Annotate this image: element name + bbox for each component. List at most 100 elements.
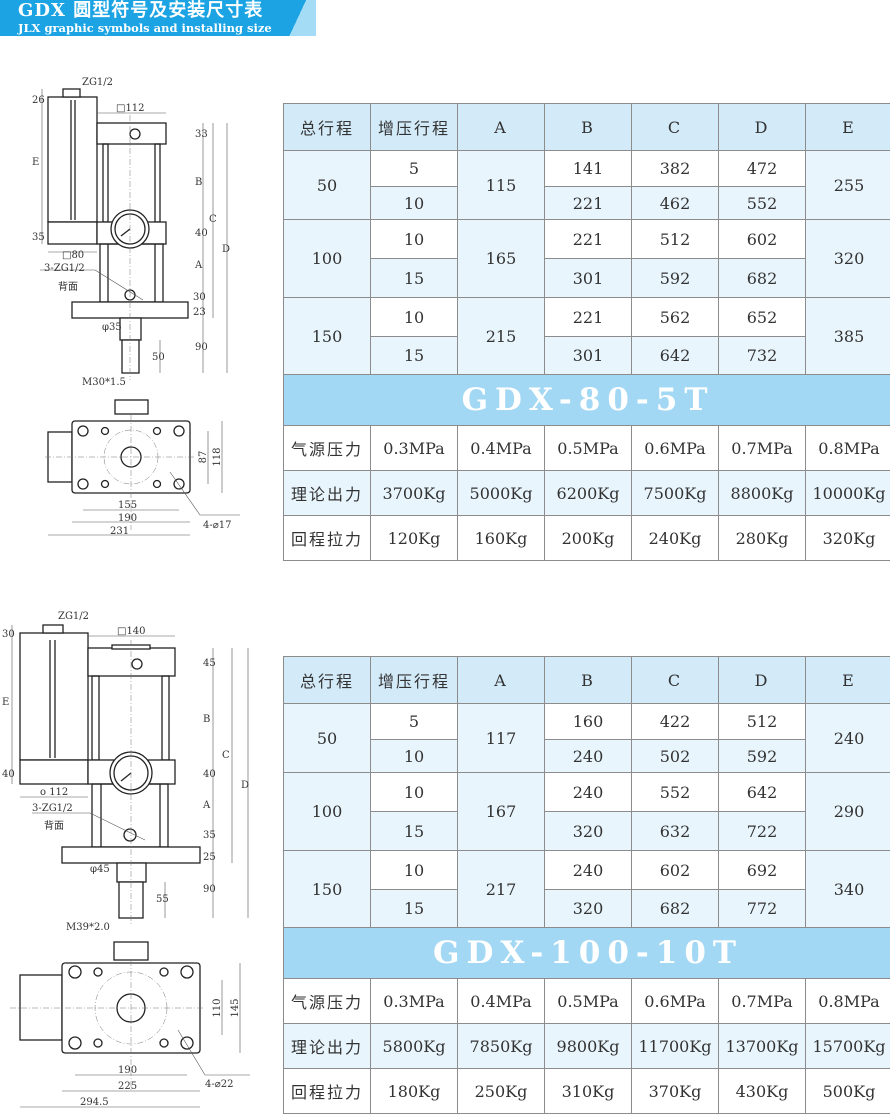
boost-stroke-cell: 10 — [370, 297, 458, 337]
column-header: B — [544, 656, 632, 704]
dim-b-cell: 221 — [544, 219, 632, 259]
performance-value: 0.4MPa — [457, 978, 545, 1024]
dim-225: 225 — [118, 1081, 137, 1092]
dim-e-cell: 290 — [805, 772, 890, 851]
column-header: 总行程 — [283, 103, 371, 151]
label-ports: 3-ZG1/2 — [32, 803, 73, 814]
dim-b-cell: 141 — [544, 150, 632, 187]
label-thread: M30*1.5 — [82, 377, 126, 388]
dim-b-cell: 221 — [544, 186, 632, 220]
dim-294-5: 294.5 — [80, 1097, 109, 1108]
dim-c-cell: 502 — [631, 739, 719, 773]
boost-stroke-cell: 10 — [370, 739, 458, 773]
dim-B: B — [203, 714, 210, 725]
total-stroke-cell: 100 — [283, 219, 371, 298]
dim-c-cell: 562 — [631, 297, 719, 337]
performance-value: 10000Kg — [805, 470, 890, 516]
dim-D: D — [222, 244, 230, 255]
dim-A: A — [202, 800, 211, 811]
dim-rod-dia: φ45 — [90, 864, 110, 875]
dim-87: 87 — [198, 451, 209, 464]
dim-d-cell: 692 — [718, 850, 806, 890]
dim-d-cell: 592 — [718, 739, 806, 773]
label-port-top: ZG1/2 — [58, 611, 89, 622]
performance-value: 240Kg — [631, 515, 719, 561]
dim-b-cell: 301 — [544, 336, 632, 375]
performance-value: 7500Kg — [631, 470, 719, 516]
performance-value: 0.5MPa — [544, 425, 632, 471]
performance-value: 0.8MPa — [805, 425, 890, 471]
total-stroke-cell: 50 — [283, 703, 371, 773]
dim-d-cell: 552 — [718, 186, 806, 220]
dim-55: 55 — [156, 894, 169, 905]
performance-value: 320Kg — [805, 515, 890, 561]
total-stroke-cell: 150 — [283, 850, 371, 928]
dim-190: 190 — [118, 1065, 137, 1076]
dim-40: 40 — [195, 228, 208, 239]
gdx-80-technical-drawing: ZG1/2 26 E 35 □112 □80 33 B 40 A 30 23 9… — [32, 77, 240, 537]
boost-stroke-cell: 15 — [370, 889, 458, 928]
column-header: E — [805, 656, 890, 704]
dim-a-cell: 215 — [457, 297, 545, 375]
banner-title: GDX 圆型符号及安装尺寸表 — [18, 0, 264, 21]
dim-90: 90 — [195, 342, 208, 353]
dim-sq112: □112 — [116, 103, 145, 114]
dim-d-cell: 652 — [718, 297, 806, 337]
dim-50: 50 — [152, 352, 165, 363]
performance-value: 3700Kg — [370, 470, 458, 516]
label-port-top: ZG1/2 — [82, 77, 113, 88]
performance-value: 500Kg — [805, 1068, 890, 1114]
column-header: 增压行程 — [370, 103, 458, 151]
dim-e-cell: 320 — [805, 219, 890, 298]
performance-value: 0.4MPa — [457, 425, 545, 471]
performance-value: 250Kg — [457, 1068, 545, 1114]
label-ports: 3-ZG1/2 — [44, 263, 85, 274]
performance-value: 180Kg — [370, 1068, 458, 1114]
dim-c-cell: 552 — [631, 772, 719, 812]
performance-value: 0.7MPa — [718, 425, 806, 471]
dim-D: D — [241, 780, 249, 791]
dim-118: 118 — [212, 447, 223, 466]
dim-E: E — [2, 697, 9, 708]
performance-value: 5000Kg — [457, 470, 545, 516]
dim-e-cell: 255 — [805, 150, 890, 220]
dim-90: 90 — [203, 884, 216, 895]
dim-e-cell: 340 — [805, 850, 890, 928]
dim-26: 26 — [32, 95, 45, 106]
dim-b-cell: 240 — [544, 850, 632, 890]
model-name: GDX-80-5T — [283, 374, 890, 426]
performance-value: 11700Kg — [631, 1023, 719, 1069]
performance-value: 160Kg — [457, 515, 545, 561]
gdx-100-technical-drawing: ZG1/2 30 E 40 □140 o 112 45 B 40 A 35 25… — [2, 611, 250, 1108]
boost-stroke-cell: 10 — [370, 850, 458, 890]
performance-label: 回程拉力 — [283, 1068, 371, 1114]
column-header: 增压行程 — [370, 656, 458, 704]
performance-value: 430Kg — [718, 1068, 806, 1114]
performance-value: 0.8MPa — [805, 978, 890, 1024]
performance-label: 气源压力 — [283, 978, 371, 1024]
dim-c-cell: 592 — [631, 258, 719, 298]
model-row: GDX-80-5T — [283, 374, 890, 426]
boost-stroke-cell: 10 — [370, 772, 458, 812]
dim-C: C — [209, 214, 217, 225]
dim-A: A — [194, 260, 203, 271]
dim-e-cell: 385 — [805, 297, 890, 375]
performance-label: 理论出力 — [283, 1023, 371, 1069]
dim-35: 35 — [32, 232, 45, 243]
column-header: A — [457, 103, 545, 151]
banner-subtitle: JLX graphic symbols and installing size — [18, 21, 272, 35]
performance-value: 0.6MPa — [631, 978, 719, 1024]
column-header: C — [631, 656, 719, 704]
dim-dia112: o 112 — [40, 787, 68, 798]
dim-a-cell: 217 — [457, 850, 545, 928]
model-row: GDX-100-10T — [283, 927, 890, 979]
